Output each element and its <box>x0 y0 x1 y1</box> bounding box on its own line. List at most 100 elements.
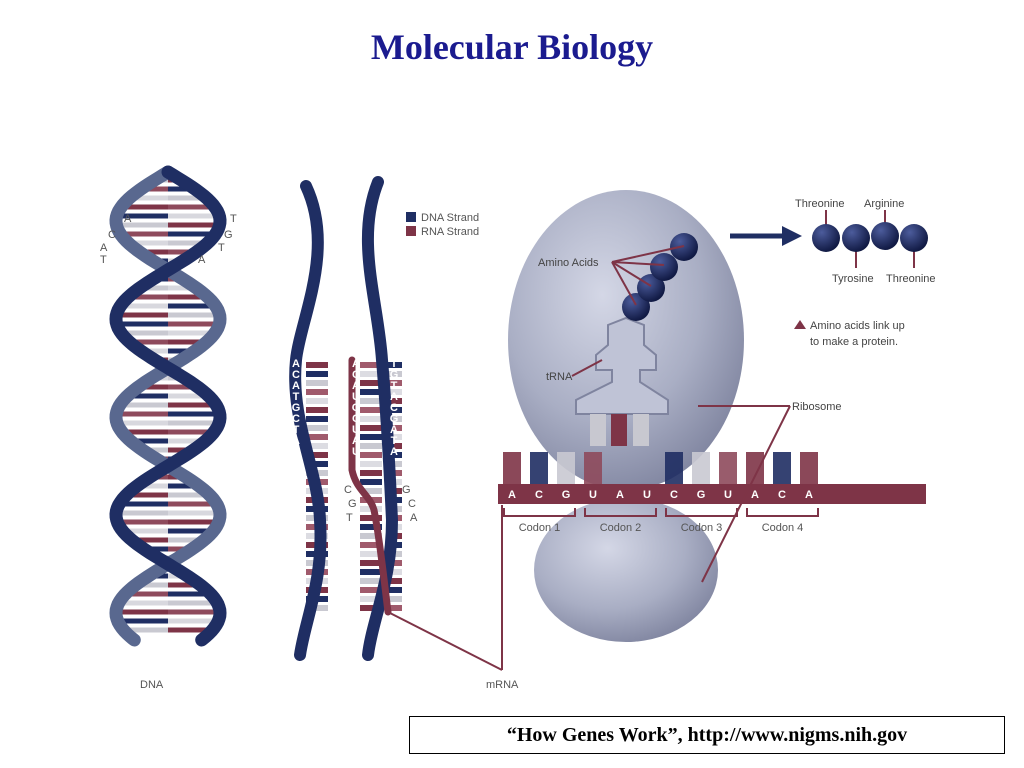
dna-label: DNA <box>140 679 164 691</box>
base-bar <box>386 389 402 395</box>
codon-letter: G <box>697 489 706 501</box>
base-letter: A <box>292 435 300 447</box>
base-bar <box>386 569 402 575</box>
base-letter: G <box>292 402 301 414</box>
base-letter: G <box>390 413 399 425</box>
protein-note-marker <box>794 320 806 329</box>
base-bar <box>360 596 382 602</box>
mrna-strip <box>498 484 926 504</box>
base-bar <box>306 371 328 377</box>
base-bar <box>360 434 382 440</box>
citation-text: “How Genes Work”, http://www.nigms.nih.g… <box>506 723 908 746</box>
trna-anticodon <box>611 414 627 446</box>
base-letter: C <box>352 413 360 425</box>
dna-base-right-2: G <box>224 229 233 241</box>
base-bar <box>360 569 382 575</box>
codon-label: Codon 2 <box>600 522 642 534</box>
base-bar <box>360 389 382 395</box>
base-bar <box>360 524 382 530</box>
slide-title: Molecular Biology <box>370 27 654 67</box>
base-bar <box>360 452 382 458</box>
base-bar <box>386 362 402 368</box>
codon-label: Codon 1 <box>519 522 561 534</box>
codon-bar <box>692 452 710 484</box>
base-bar <box>360 380 382 386</box>
base-bar <box>360 362 382 368</box>
protein-bead-3 <box>871 222 899 250</box>
trna-shape <box>575 316 669 415</box>
codon-letter: U <box>589 489 597 501</box>
base-bar <box>306 434 328 440</box>
base-bar <box>360 542 382 548</box>
protein-arrow <box>730 226 802 246</box>
codon-bar <box>665 452 683 484</box>
base-bar <box>306 362 328 368</box>
dna-base-right-1: T <box>230 213 237 225</box>
base-bar <box>360 605 382 611</box>
amino-pointer-4 <box>611 261 637 306</box>
legend-dna-swatch <box>406 212 416 222</box>
dna-base-left-1: A <box>124 213 132 225</box>
lower-left-base-2: G <box>348 498 357 510</box>
base-bar <box>360 398 382 404</box>
codon-bar <box>530 452 548 484</box>
base-letter: A <box>390 446 398 458</box>
dna-base-left-3: A <box>100 242 108 254</box>
lower-right-base-1: G <box>402 484 411 496</box>
lower-right-base-3: A <box>410 512 418 524</box>
base-letter: C <box>292 468 300 480</box>
dna-base-right-4: A <box>198 254 206 266</box>
base-bar <box>386 380 402 386</box>
base-letter: G <box>390 369 399 381</box>
base-bar <box>306 452 328 458</box>
base-bar <box>306 398 328 404</box>
codon-brackets: Codon 1 Codon 2 Codon 3 Codon 4 <box>503 508 819 534</box>
codon-letter: G <box>562 489 571 501</box>
codon-bar <box>557 452 575 484</box>
base-bar <box>360 461 382 467</box>
base-bar <box>360 479 382 485</box>
legend-dna-label: DNA Strand <box>421 212 479 224</box>
base-bar <box>386 578 402 584</box>
protein-note-line-2: to make a protein. <box>810 336 898 348</box>
legend: DNA Strand RNA Strand <box>406 212 479 238</box>
base-bar <box>306 605 328 611</box>
base-bar <box>386 425 402 431</box>
codon-bar <box>746 452 764 484</box>
lower-left-base-3: T <box>346 512 353 524</box>
base-letter: T <box>391 380 398 392</box>
mrna-codon-bars <box>503 452 818 484</box>
base-letter: A <box>292 380 300 392</box>
codon-letter: C <box>778 489 786 501</box>
codon-bar <box>719 452 737 484</box>
base-letter: C <box>390 402 398 414</box>
base-bar <box>306 443 328 449</box>
base-bar <box>360 416 382 422</box>
codon-bar <box>800 452 818 484</box>
base-bar <box>360 551 382 557</box>
base-bar <box>360 470 382 476</box>
trna-label: tRNA <box>546 371 573 383</box>
ribosome-small-subunit <box>534 498 718 642</box>
base-bar <box>306 407 328 413</box>
codon-bracket <box>746 508 819 517</box>
ribosome-pointer-lower <box>701 405 791 583</box>
citation-box: “How Genes Work”, http://www.nigms.nih.g… <box>409 716 1005 754</box>
codon-letter: A <box>751 489 759 501</box>
base-bar <box>386 605 402 611</box>
protein-chain: Threonine Arginine Tyrosine Threonine Am… <box>794 198 936 348</box>
codon-label: Codon 3 <box>681 522 723 534</box>
base-letter: A <box>352 380 360 392</box>
base-bar <box>360 533 382 539</box>
base-letter: T <box>293 446 300 458</box>
codon-label: Codon 4 <box>762 522 804 534</box>
protein-bottom-label-2: Threonine <box>886 273 936 285</box>
codon-letter: C <box>670 489 678 501</box>
base-bar <box>360 587 382 593</box>
dna-base-left-2: C <box>108 229 116 241</box>
codon-bar <box>773 452 791 484</box>
base-bar <box>386 416 402 422</box>
amino-acid-chain <box>622 233 698 321</box>
